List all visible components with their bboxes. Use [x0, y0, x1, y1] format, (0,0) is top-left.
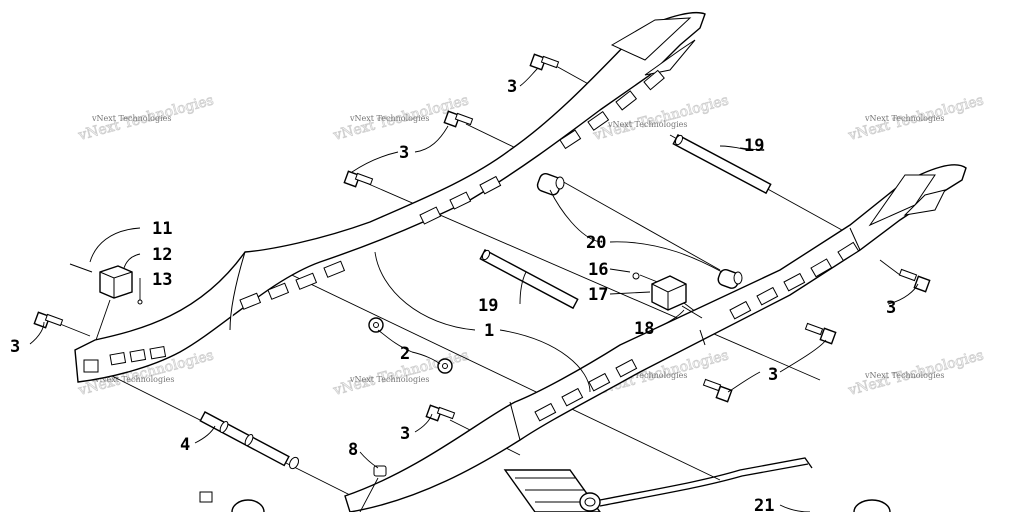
bolt — [529, 53, 560, 71]
rod-21 — [579, 457, 813, 512]
callout-label: 19 — [744, 136, 764, 156]
nut-13 — [137, 299, 143, 305]
bolt — [33, 311, 64, 329]
rail-upper — [344, 164, 967, 512]
bolt — [702, 378, 733, 403]
spacer-lower — [717, 268, 743, 289]
callout-label: 3 — [886, 298, 896, 318]
cross-shaft-lower — [479, 249, 579, 310]
nut — [199, 491, 213, 503]
washer-hole — [442, 363, 448, 369]
callout-label: 13 — [152, 270, 172, 290]
nut-8 — [373, 465, 387, 477]
callout-label: 3 — [399, 143, 409, 163]
callout-label: 21 — [754, 496, 774, 512]
callout-labels: 3 3 3 3 3 3 3 19 19 20 16 17 18 11 12 13… — [10, 77, 896, 512]
callout-label: 4 — [180, 435, 190, 455]
callout-label: 18 — [634, 319, 654, 339]
callout-label: 1 — [484, 321, 494, 341]
watermark: vNext Technologies — [607, 371, 687, 380]
callout-label: 11 — [152, 219, 172, 239]
cross-shaft-upper — [672, 134, 772, 195]
callout-label: 16 — [588, 260, 608, 280]
idler-wheel — [231, 499, 265, 512]
watermark: vNext Technologies — [607, 120, 687, 129]
callout-label: 3 — [400, 424, 410, 444]
callout-label: 17 — [588, 285, 608, 305]
screw-18 — [681, 305, 703, 319]
pin-11 — [69, 263, 93, 273]
callout-label: 3 — [768, 365, 778, 385]
callout-label: 2 — [400, 344, 410, 364]
callout-label: 3 — [507, 77, 517, 97]
bolt — [443, 110, 474, 128]
nut-16 — [632, 272, 640, 280]
rail-front-pad — [83, 359, 99, 373]
watermark: vNext Technologies — [349, 114, 429, 123]
callout-label: 12 — [152, 245, 172, 265]
stopper-block-right — [651, 275, 687, 311]
idler-wheel — [853, 499, 891, 512]
watermark: vNext Technologies — [864, 371, 944, 380]
rail-lower — [74, 11, 706, 383]
spacer-upper — [536, 172, 565, 196]
watermark: vNext Technologies — [94, 375, 174, 384]
bolt — [898, 268, 931, 293]
slide-bar — [503, 469, 601, 512]
callout-label: 8 — [348, 440, 358, 460]
watermark: vNext Technologies — [349, 375, 429, 384]
watermark: vNext Technologies — [864, 114, 944, 123]
leader-lines — [29, 67, 919, 512]
watermark: vNext Technologies — [91, 114, 171, 123]
washer-hole — [373, 322, 379, 328]
bolt — [804, 322, 837, 345]
rail-upper-slots — [534, 241, 860, 422]
callout-label: 20 — [586, 233, 606, 253]
callout-label: 19 — [478, 296, 498, 316]
callout-label: 3 — [10, 337, 20, 357]
rail-lower-slots — [109, 69, 665, 366]
bolt — [425, 404, 456, 422]
stopper-block-left — [99, 265, 133, 299]
bolt — [343, 170, 374, 188]
axle — [199, 411, 300, 470]
